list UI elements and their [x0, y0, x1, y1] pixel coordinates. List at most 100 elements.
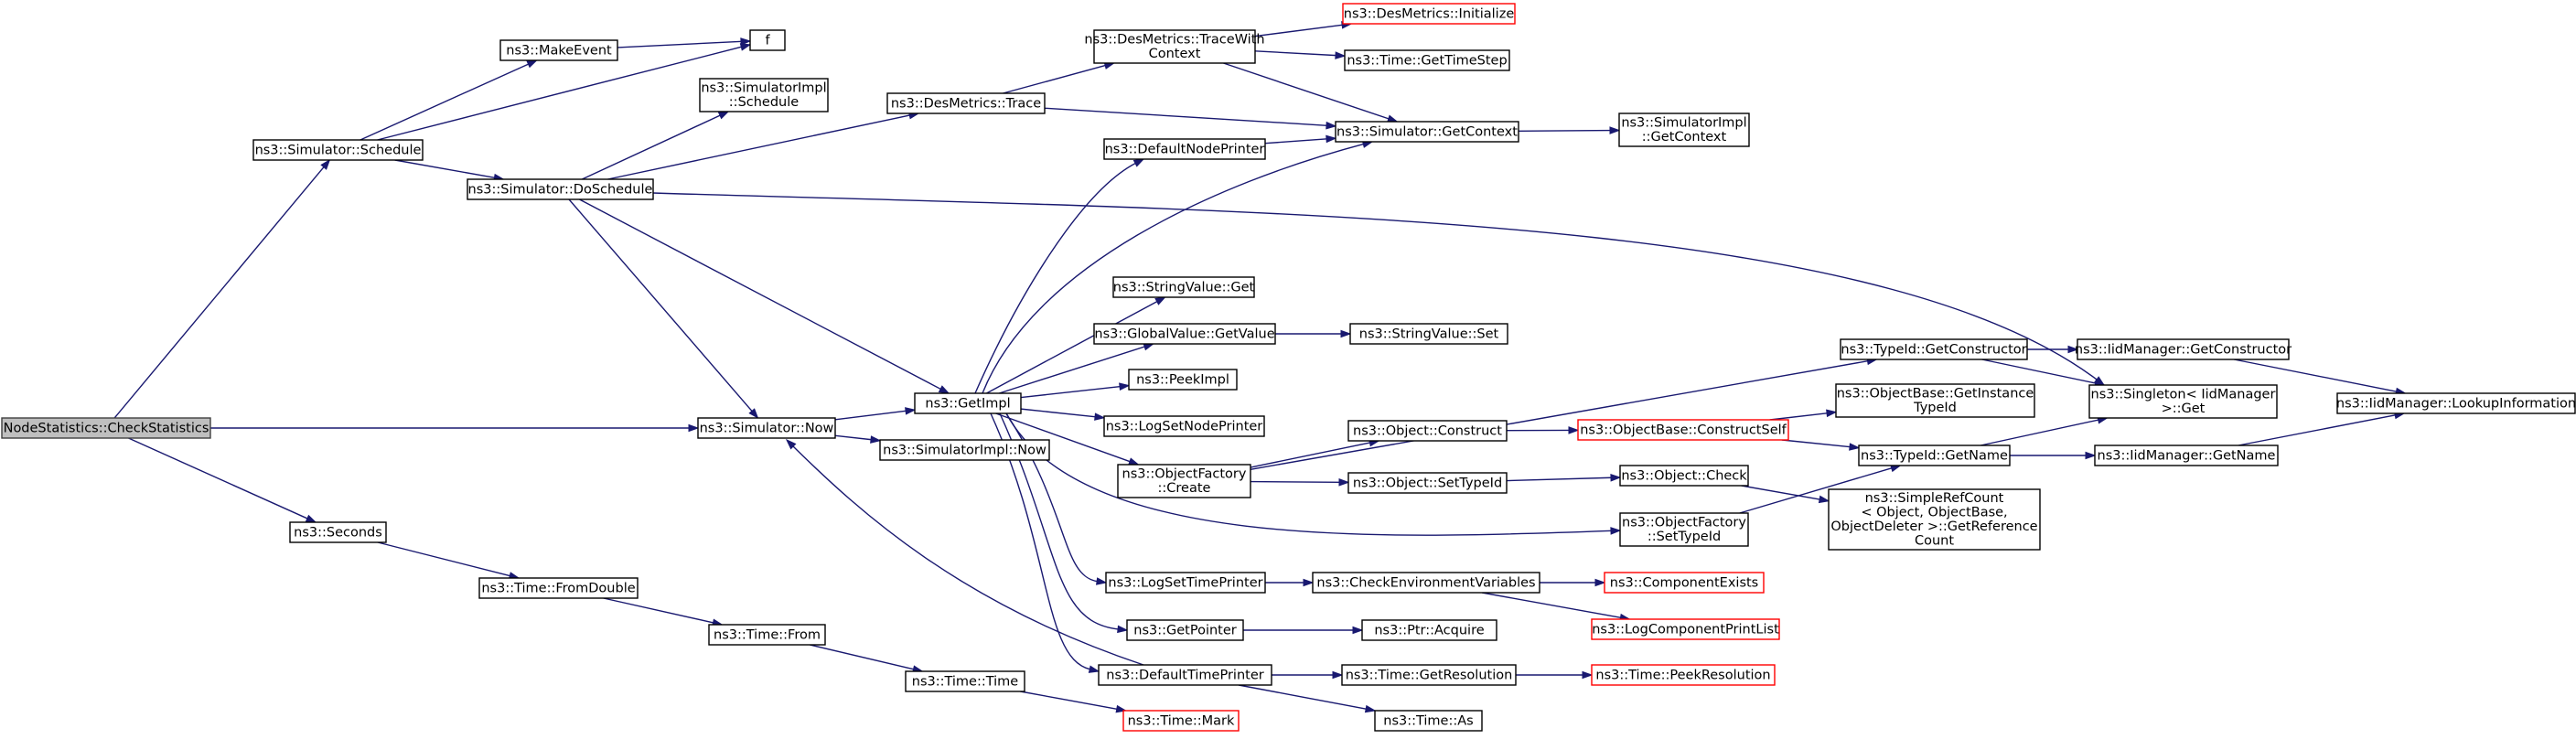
node-object-check[interactable]: ns3::Object::Check: [1619, 465, 1749, 487]
node-time-mark[interactable]: ns3::Time::Mark: [1122, 710, 1240, 732]
node-logsetnodeprinter[interactable]: ns3::LogSetNodePrinter: [1103, 415, 1265, 437]
node-sim-doschedule[interactable]: ns3::Simulator::DoSchedule: [467, 178, 654, 200]
node-getpointer[interactable]: ns3::GetPointer: [1126, 619, 1244, 641]
node-object-settypeid[interactable]: ns3::Object::SetTypeId: [1347, 472, 1508, 494]
node-stringvalue-get[interactable]: ns3::StringValue::Get: [1112, 276, 1255, 298]
edge-objectbase_constructself-to-typeid_getname: [1781, 439, 1861, 451]
arrowhead-icon: [785, 438, 797, 450]
edge-sim_schedule-to-make_event: [360, 59, 538, 141]
edge-getimpl-to-peekimpl: [1020, 382, 1131, 399]
node-label: ns3::ComponentExists: [1610, 575, 1759, 590]
node-simplerefcount[interactable]: ns3::SimpleRefCount< Object, ObjectBase,…: [1828, 488, 2041, 551]
edge-objectfactory_create-to-object_settypeid: [1250, 477, 1350, 487]
node-root[interactable]: NodeStatistics::CheckStatistics: [1, 417, 211, 439]
node-label: ns3::GetPointer: [1133, 623, 1237, 637]
node-iidmanager-getconstructor[interactable]: ns3::IidManager::GetConstructor: [2075, 338, 2292, 360]
node-seconds[interactable]: ns3::Seconds: [289, 521, 387, 543]
node-label: ns3::DesMetrics::TraceWith: [1084, 33, 1264, 48]
node-time-peekresolution[interactable]: ns3::Time::PeekResolution: [1591, 664, 1776, 686]
node-label: ns3::Seconds: [294, 525, 382, 540]
node-label: ns3::IidManager::LookupInformation: [2336, 396, 2576, 411]
node-objectfactory-create[interactable]: ns3::ObjectFactory::Create: [1117, 464, 1251, 498]
node-label: ::SetTypeId: [1648, 530, 1721, 544]
node-iidmanager-lookup[interactable]: ns3::IidManager::LookupInformation: [2336, 392, 2576, 414]
edge-getimpl-to-getpointer: [999, 412, 1129, 634]
edge-checkenvvars-to-logcomponentprintlist: [1482, 592, 1631, 622]
arrowhead-icon: [1568, 426, 1580, 434]
node-objectfactory-settypeid[interactable]: ns3::ObjectFactory::SetTypeId: [1619, 512, 1749, 547]
arrowhead-icon: [1340, 329, 1352, 338]
edge-sim_getcontext-to-simimpl_getcontext: [1518, 126, 1621, 134]
arrowhead-icon: [1594, 578, 1606, 587]
node-time-fromdouble[interactable]: ns3::Time::FromDouble: [478, 577, 639, 599]
edge-des_tracewith-to-time_gettimestep: [1254, 50, 1347, 59]
arrowhead-icon: [1609, 126, 1621, 134]
arrowhead-icon: [526, 59, 538, 69]
node-componentexists[interactable]: ns3::ComponentExists: [1604, 572, 1765, 594]
node-default-node-printer[interactable]: ns3::DefaultNodePrinter: [1103, 138, 1266, 160]
arrowhead-icon: [1610, 527, 1622, 535]
node-globalvalue-getvalue[interactable]: ns3::GlobalValue::GetValue: [1093, 323, 1276, 345]
node-time-from[interactable]: ns3::Time::From: [708, 624, 826, 646]
node-ptr-acquire[interactable]: ns3::Ptr::Acquire: [1361, 619, 1497, 641]
edge-sim_now-to-simimpl_now: [834, 434, 882, 444]
arrowhead-icon: [1332, 670, 1344, 680]
node-default-time-printer[interactable]: ns3::DefaultTimePrinter: [1098, 664, 1272, 686]
node-f[interactable]: f: [749, 29, 786, 51]
node-label: ns3::SimulatorImpl: [701, 81, 826, 96]
node-sim-schedule[interactable]: ns3::Simulator::Schedule: [252, 139, 424, 161]
node-label: ns3::DesMetrics::Trace: [891, 96, 1041, 111]
node-simimpl-schedule[interactable]: ns3::SimulatorImpl::Schedule: [699, 78, 829, 112]
node-logsettimeprinter[interactable]: ns3::LogSetTimePrinter: [1105, 572, 1266, 594]
node-label: ns3::Time::GetTimeStep: [1347, 53, 1507, 68]
node-des-trace[interactable]: ns3::DesMetrics::Trace: [886, 92, 1046, 114]
edge-getimpl-to-stringvalue_get: [986, 296, 1166, 394]
arrowhead-icon: [305, 514, 317, 523]
node-iidmanager-getname[interactable]: ns3::IidManager::GetName: [2094, 444, 2279, 466]
edge-root-to-seconds: [128, 437, 317, 523]
node-time-getresolution[interactable]: ns3::Time::GetResolution: [1341, 664, 1517, 686]
node-checkenvvars[interactable]: ns3::CheckEnvironmentVariables: [1312, 572, 1540, 594]
node-objectbase-constructself[interactable]: ns3::ObjectBase::ConstructSelf: [1577, 419, 1789, 441]
edge-des_trace-to-des_tracewith: [1003, 61, 1116, 94]
edge-sim_doschedule-to-sim_now: [568, 198, 759, 420]
node-time-as[interactable]: ns3::Time::As: [1374, 710, 1483, 732]
node-des-init[interactable]: ns3::DesMetrics::Initialize: [1342, 3, 1516, 25]
node-simimpl-getcontext[interactable]: ns3::SimulatorImpl::GetContext: [1618, 112, 1750, 147]
arrowhead-icon: [1818, 495, 1830, 504]
node-label: ns3::PeekImpl: [1136, 372, 1229, 387]
node-getimpl[interactable]: ns3::GetImpl: [914, 392, 1022, 414]
edge-time_fromdouble-to-time_from: [603, 597, 724, 627]
node-stringvalue-set[interactable]: ns3::StringValue::Set: [1349, 323, 1508, 345]
node-logcomponentprintlist[interactable]: ns3::LogComponentPrintList: [1591, 618, 1780, 640]
node-label: ns3::StringValue::Set: [1359, 327, 1499, 341]
node-object-construct[interactable]: ns3::Object::Construct: [1347, 420, 1508, 442]
node-time-time[interactable]: ns3::Time::Time: [905, 670, 1025, 692]
node-peekimpl[interactable]: ns3::PeekImpl: [1128, 369, 1238, 391]
arrowhead-icon: [1338, 477, 1350, 487]
node-label: ns3::Time::As: [1383, 713, 1473, 728]
node-sim-now[interactable]: ns3::Simulator::Now: [697, 417, 836, 439]
node-typeid-getconstructor[interactable]: ns3::TypeId::GetConstructor: [1840, 338, 2028, 360]
node-singleton-get[interactable]: ns3::Singleton< IidManager >::Get: [2088, 384, 2278, 419]
edge-time_from-to-time_time: [810, 644, 924, 673]
arrowhead-icon: [739, 43, 752, 51]
arrowhead-icon: [1326, 121, 1337, 130]
arrowhead-icon: [1094, 412, 1106, 421]
node-label: Count: [1915, 534, 1954, 549]
node-label: ns3::DefaultTimePrinter: [1106, 668, 1263, 682]
node-label: ns3::CheckEnvironmentVariables: [1316, 575, 1535, 590]
node-label: ns3::Ptr::Acquire: [1374, 623, 1484, 637]
edge-default_time_printer-to-time_getresolution: [1272, 670, 1344, 680]
node-sim-getcontext[interactable]: ns3::Simulator::GetContext: [1335, 121, 1519, 143]
edge-sim_doschedule-to-getimpl: [579, 198, 950, 394]
node-time-gettimestep[interactable]: ns3::Time::GetTimeStep: [1344, 49, 1510, 71]
edge-getimpl-to-globalvalue_getvalue: [999, 343, 1155, 394]
node-make-event[interactable]: ns3::MakeEvent: [499, 39, 618, 61]
node-typeid-getname[interactable]: ns3::TypeId::GetName: [1858, 444, 2011, 466]
node-label: TypeId: [1913, 401, 1957, 415]
arrowhead-icon: [1119, 382, 1131, 391]
node-simimpl-now[interactable]: ns3::SimulatorImpl::Now: [879, 439, 1050, 461]
